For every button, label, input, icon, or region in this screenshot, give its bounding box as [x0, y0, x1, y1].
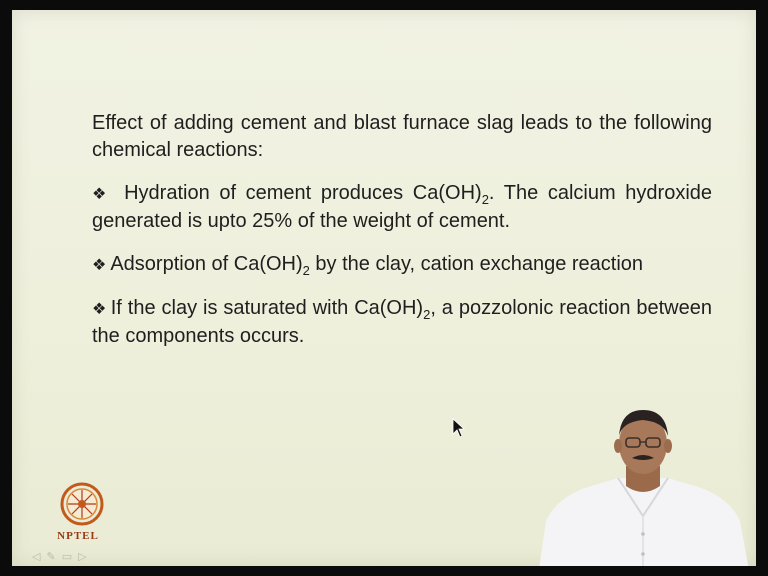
bullet-text-post: by the clay, cation exchange reaction: [309, 253, 644, 275]
subscript: 2: [481, 192, 489, 207]
prev-arrow-icon[interactable]: ◁: [32, 550, 47, 563]
menu-icon[interactable]: ▭: [61, 550, 79, 563]
subscript: 2: [423, 307, 431, 322]
slide-content: Effect of adding cement and blast furnac…: [92, 110, 712, 366]
bullet-text-post: , a pozzolonic reaction between the comp…: [92, 297, 712, 347]
bullet-diamond-icon: ❖: [92, 186, 111, 203]
mouse-cursor-icon: [452, 418, 466, 438]
bullet-diamond-icon: ❖: [92, 301, 107, 318]
next-arrow-icon[interactable]: ▷: [78, 550, 93, 563]
bullet-hydration: ❖ Hydration of cement produces Ca(OH)2. …: [92, 180, 712, 235]
bullet-text-pre: If the clay is saturated with Ca(OH): [110, 297, 424, 319]
presenter-video-overlay: [539, 410, 749, 566]
bullet-pozzolonic: ❖If the clay is saturated with Ca(OH)2, …: [92, 295, 712, 350]
bullet-text-post: . The calcium hydroxide generated is upt…: [92, 182, 713, 232]
bullet-text-pre: Hydration of cement produces Ca(OH): [124, 182, 482, 204]
pen-icon[interactable]: ✎: [46, 550, 62, 563]
nptel-logo-text: NPTEL: [57, 530, 99, 542]
bullet-diamond-icon: ❖: [92, 257, 107, 274]
slideshow-toolbar[interactable]: ◁✎▭▷: [32, 550, 93, 563]
lecture-slide: Effect of adding cement and blast furnac…: [12, 10, 756, 566]
slide-intro: Effect of adding cement and blast furnac…: [92, 112, 712, 161]
bullet-adsorption: ❖Adsorption of Ca(OH)2 by the clay, cati…: [92, 251, 712, 279]
bullet-text-pre: Adsorption of Ca(OH): [110, 253, 303, 275]
nptel-logo-icon: [60, 482, 104, 526]
subscript: 2: [302, 263, 310, 278]
